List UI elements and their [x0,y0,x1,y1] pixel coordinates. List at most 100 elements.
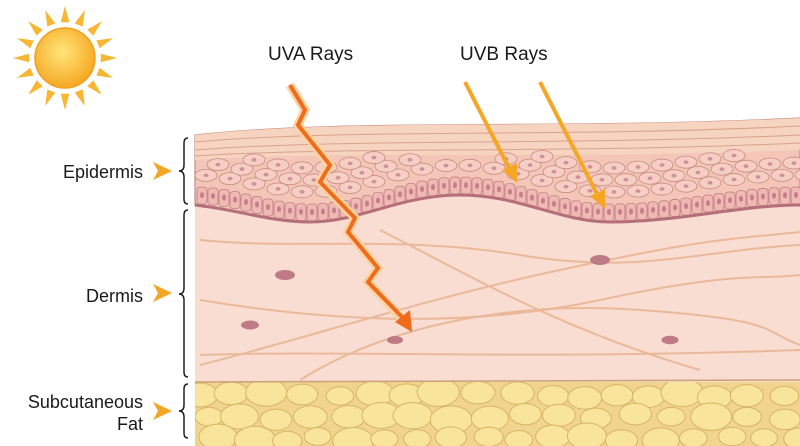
sun-ray [45,89,56,107]
sun-ray [60,6,70,23]
fat-cell [656,406,686,427]
fibroblast-nucleus [387,336,403,344]
uvb-ray-arrow-2 [538,81,600,197]
cell-nucleus [717,198,721,205]
fat-cell [195,382,219,408]
cell-nucleus [299,165,305,170]
sun-ray [74,9,85,27]
cell-nucleus [599,178,605,182]
fat-brace [178,383,189,439]
cell-nucleus [321,208,325,215]
fibroblast-nucleus [275,270,295,280]
cell-nucleus [442,182,446,189]
cell-nucleus [310,208,314,215]
cell-nucleus [551,169,557,174]
fat-cell [331,404,367,429]
fat-cell [403,429,432,446]
cell-nucleus [387,194,391,201]
dermis-fat-boundary [194,379,800,383]
sun-ray [96,67,114,78]
cell-nucleus [539,178,545,183]
sun-icon [13,6,117,110]
cell-nucleus [467,163,473,168]
sun-ray [45,9,56,27]
uva-ray-arrow [288,83,405,320]
cell-nucleus [783,192,787,199]
epidermis-pointer-icon [153,162,172,180]
fat-cell [604,429,638,446]
cell-nucleus [244,198,248,205]
fibroblast-nucleus [241,320,259,330]
fat-cell [535,424,571,446]
fat-cell [286,383,319,406]
cell-nucleus [552,200,556,207]
fat-cell [679,428,708,446]
cell-nucleus [409,188,413,195]
cell-nucleus [755,175,761,179]
cell-nucleus [299,189,305,194]
cell-nucleus [354,203,358,210]
fat-cell [717,426,747,446]
cell-nucleus [635,189,641,193]
fat-cell [769,385,800,406]
fibroblast-cells [241,255,679,345]
cell-nucleus [376,197,380,204]
fat-cell [370,429,399,446]
fat-cell [292,405,328,429]
cell-nucleus [684,203,688,210]
cell-nucleus [419,167,425,171]
fat-cells [195,382,800,446]
uva-label: UVA Rays [268,44,353,65]
cell-nucleus [239,167,245,171]
fat-cell [325,386,355,406]
cell-nucleus [563,203,567,210]
fat-label-line1: Subcutaneous [28,392,143,412]
cell-nucleus [486,184,490,191]
cell-nucleus [761,193,765,200]
fat-cell [473,426,504,446]
cell-nucleus [791,161,797,165]
cell-nucleus [263,172,269,177]
cell-nucleus [227,176,233,181]
cell-nucleus [527,163,533,167]
cell-nucleus [431,184,435,191]
fat-cell [355,382,395,407]
fat-cell [600,384,634,407]
spinous-cell [794,169,800,181]
fat-cell [272,430,303,446]
fat-cell [220,403,259,430]
cell-nucleus [395,173,401,177]
cell-nucleus [508,188,512,195]
cell-nucleus [332,207,336,214]
cell-nucleus [453,182,457,189]
cell-nucleus [311,178,317,182]
basal-membrane [194,193,800,224]
uvb-label: UVB Rays [460,44,548,65]
fat-cell [259,408,293,431]
cell-nucleus [596,208,600,215]
cell-nucleus [706,200,710,207]
fat-cell [195,406,224,427]
cell-nucleus [398,191,402,198]
cell-nucleus [772,192,776,199]
cell-nucleus [611,190,617,194]
cell-nucleus [647,176,653,181]
cell-nucleus [662,205,666,212]
fat-cell [536,385,570,407]
cell-nucleus [203,173,209,178]
cell-nucleus [222,194,226,201]
sun-ray [74,89,85,107]
fat-cell [198,423,238,446]
cell-nucleus [475,182,479,189]
cell-nucleus [575,175,581,179]
cell-nucleus [640,207,644,214]
cell-nucleus [365,200,369,207]
cell-nucleus [635,165,641,169]
uva-arrowhead-icon [395,310,412,332]
cell-nucleus [275,187,281,191]
collagen-fibers [199,229,800,381]
fat-cell [729,384,764,408]
stratum-corneum-lines [194,125,800,157]
cell-nucleus [251,182,257,186]
